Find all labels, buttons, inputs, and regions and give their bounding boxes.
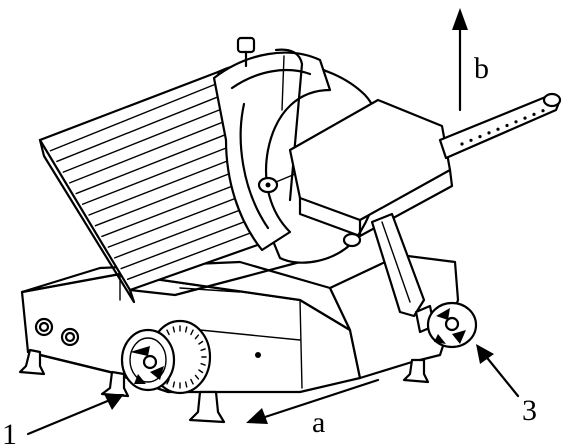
label-b: b <box>474 52 489 85</box>
label-a: a <box>312 406 325 439</box>
arrow-a <box>246 378 380 424</box>
label-1: 1 <box>2 418 17 448</box>
arm-holes <box>460 109 545 146</box>
thickness-dial <box>120 319 212 395</box>
front-switches <box>34 317 80 347</box>
food-pusher-arm <box>288 92 562 248</box>
arrow-b <box>452 8 468 112</box>
arrow-1 <box>26 394 124 436</box>
label-3: 3 <box>522 394 537 427</box>
side-knob-assembly <box>370 212 478 349</box>
arrow-3 <box>476 344 520 398</box>
feet <box>18 348 430 424</box>
